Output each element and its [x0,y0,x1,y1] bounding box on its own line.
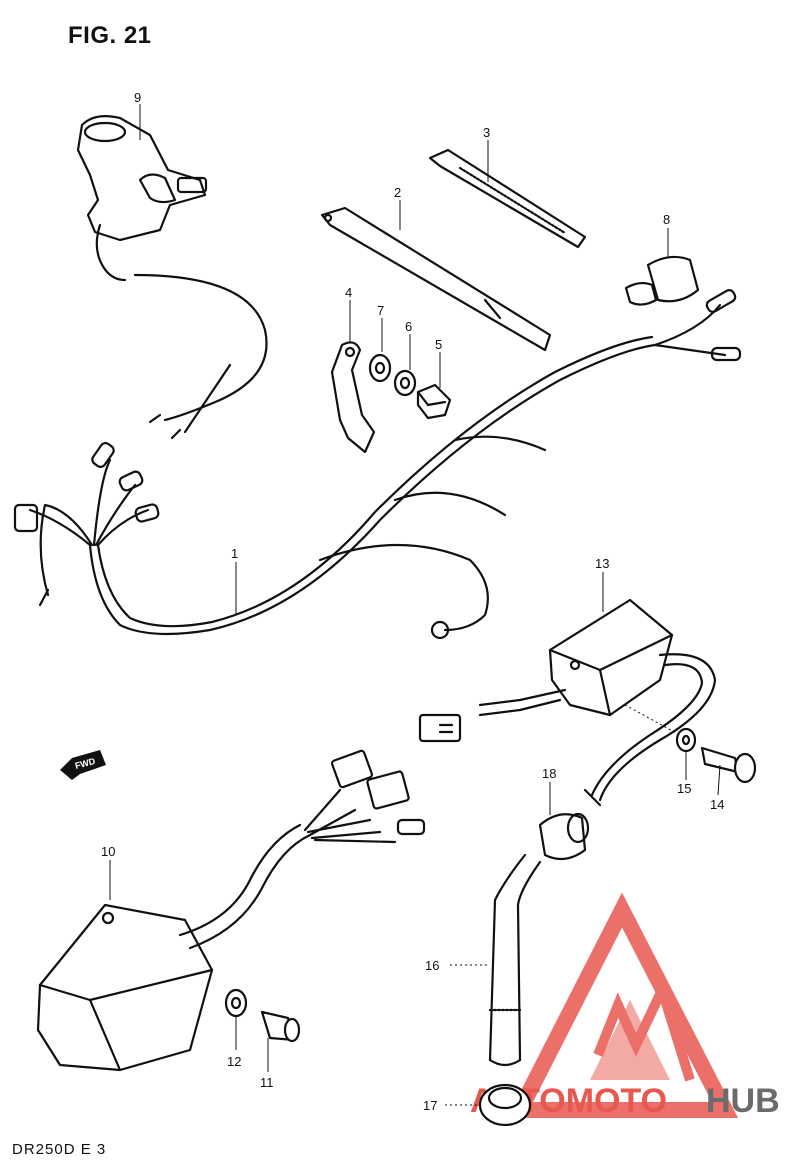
model-code: DR250D E 3 [12,1141,107,1158]
part-5-bolt [416,383,452,420]
part-14-screw [700,746,757,784]
part-8-cap [624,255,700,306]
callout-1: 1 [231,546,238,561]
part-16-plug-lead [488,853,542,1067]
part-7-washer [368,353,392,383]
part-15-washer [675,727,697,753]
callout-3: 3 [483,125,490,140]
callout-4: 4 [345,285,352,300]
figure-title: FIG. 21 [68,22,152,49]
callout-11: 11 [260,1075,274,1090]
part-10-cdi-unit [36,749,426,1072]
callout-14: 14 [710,797,724,812]
callout-7: 7 [377,303,384,318]
part-17-plug-cap [478,1083,532,1127]
callout-9: 9 [134,90,141,105]
part-11-bolt [260,1010,301,1043]
fwd-arrow: FWD [60,750,106,780]
callout-6: 6 [405,319,412,334]
part-12-washer [224,988,248,1018]
part-18-boot [538,812,590,861]
part-2-band [320,206,552,352]
part-13-ignition-coil [418,598,717,807]
callout-13: 13 [595,556,609,571]
part-3-cable-tie [428,148,587,249]
part-1-wiring-harness [13,289,742,640]
callout-15: 15 [677,781,691,796]
part-9-handlebar-switch [76,115,268,440]
callout-2: 2 [394,185,401,200]
callout-16: 16 [425,958,439,973]
callout-12: 12 [227,1054,241,1069]
callout-5: 5 [435,337,442,352]
callout-18: 18 [542,766,556,781]
watermark-logo [506,892,739,1118]
watermark-text-secondary: HUB [706,1082,780,1120]
part-4-bracket [330,341,376,454]
callout-8: 8 [663,212,670,227]
callout-10: 10 [101,844,115,859]
callout-numbers: 9 3 2 8 4 7 6 5 1 13 18 15 14 10 16 12 1… [101,90,724,1113]
part-6-washer [393,369,417,397]
callout-17: 17 [423,1098,437,1113]
callout-leaders [109,104,721,1106]
